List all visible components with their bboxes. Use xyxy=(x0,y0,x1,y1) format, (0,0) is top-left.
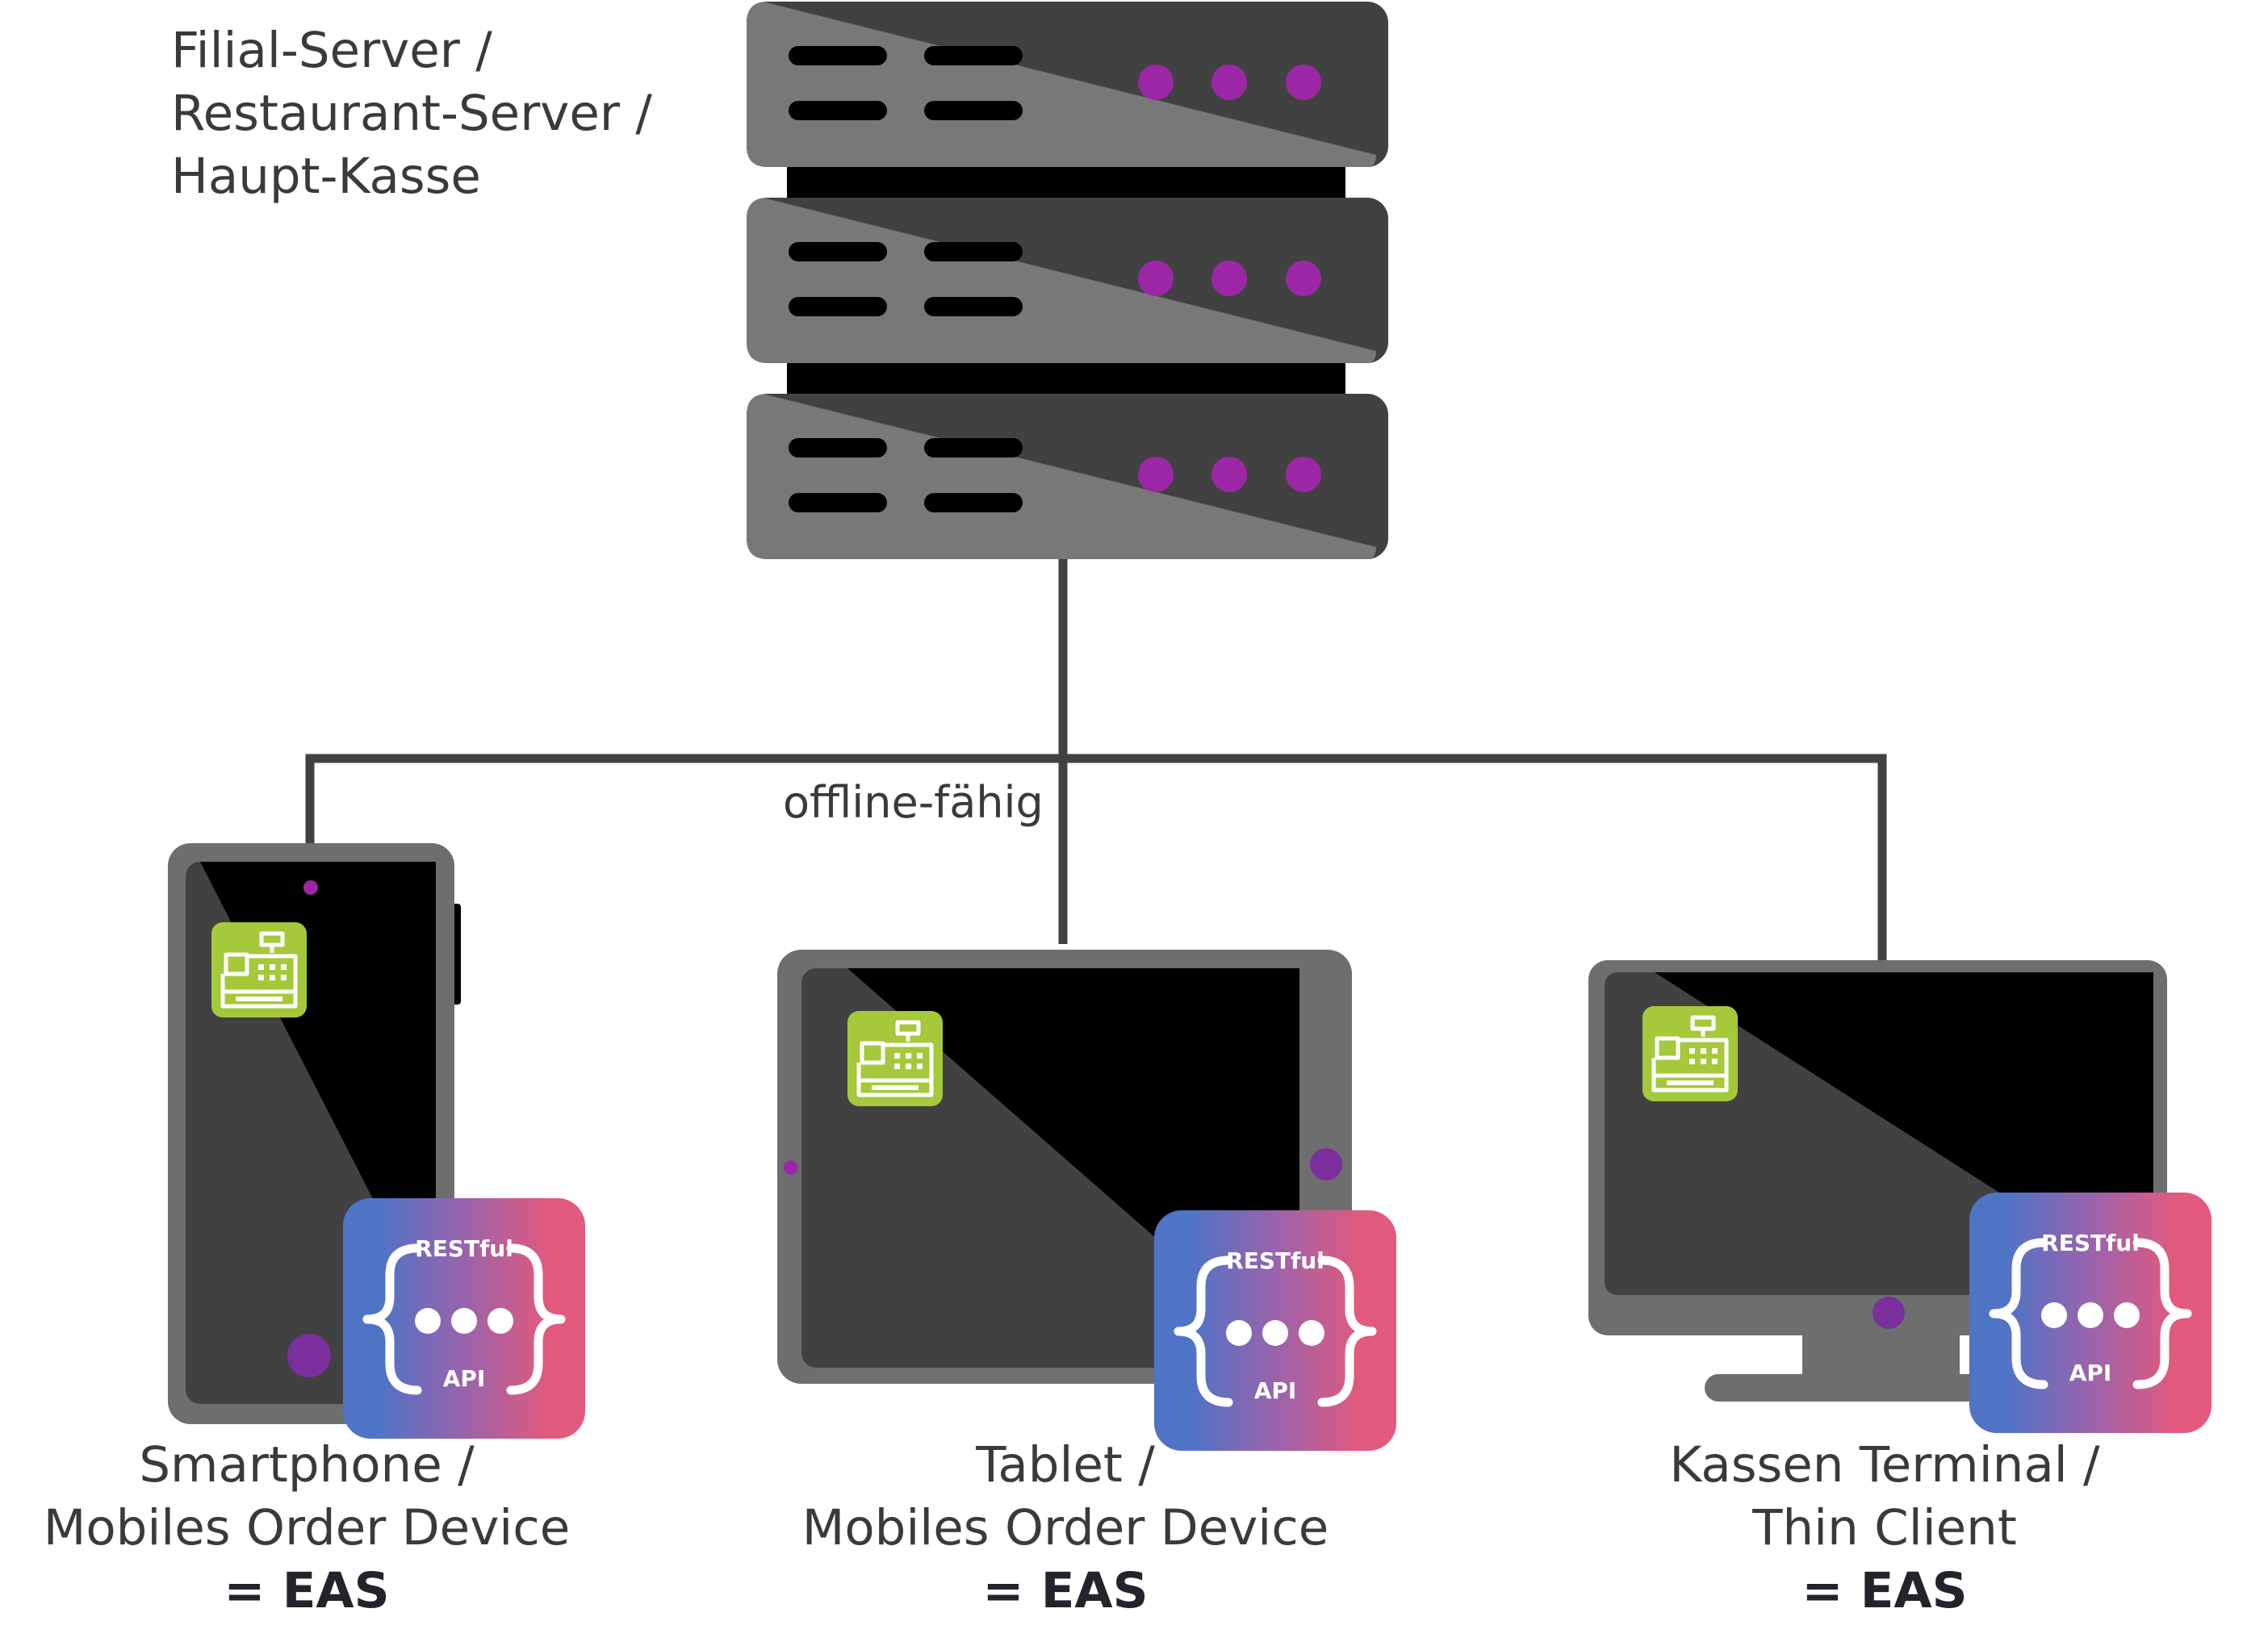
network-connections xyxy=(305,557,1887,968)
terminal-caption-result: = EAS xyxy=(1801,1562,1968,1619)
server-label: Filial-Server / Restaurant-Server / Haup… xyxy=(171,19,652,208)
tablet-caption: Tablet / Mobiles Order Device = EAS xyxy=(775,1434,1356,1623)
cash-register-icon xyxy=(847,1011,943,1106)
svg-text:API: API xyxy=(2069,1360,2112,1386)
server-stack xyxy=(747,2,1388,559)
tablet-caption-line-1: Tablet / xyxy=(976,1436,1155,1494)
server-label-line-1: Filial-Server / xyxy=(171,22,492,79)
svg-text:RESTful: RESTful xyxy=(1226,1247,1324,1274)
offline-label: offline-fähig xyxy=(783,777,1044,828)
server-unit-3 xyxy=(747,394,1388,559)
terminal-caption-line-2: Thin Client xyxy=(1752,1499,2017,1556)
smartphone-caption-line-2: Mobiles Order Device xyxy=(43,1499,571,1556)
cash-register-icon xyxy=(211,922,307,1017)
restful-api-icon: RESTful API xyxy=(1969,1193,2212,1433)
svg-text:RESTful: RESTful xyxy=(415,1235,513,1262)
svg-text:RESTful: RESTful xyxy=(2041,1230,2140,1256)
tablet-device: RESTful API xyxy=(777,950,1396,1451)
tablet-caption-line-2: Mobiles Order Device xyxy=(801,1499,1329,1556)
smartphone-caption-line-1: Smartphone / xyxy=(139,1436,475,1494)
server-label-line-3: Haupt-Kasse xyxy=(171,148,481,205)
restful-api-icon: RESTful API xyxy=(343,1198,585,1439)
server-unit-2 xyxy=(747,198,1388,363)
smartphone-caption-result: = EAS xyxy=(224,1562,390,1619)
server-unit-1 xyxy=(747,2,1388,167)
tablet-caption-result: = EAS xyxy=(982,1562,1149,1619)
smartphone-caption: Smartphone / Mobiles Order Device = EAS xyxy=(16,1434,597,1623)
terminal-caption-line-1: Kassen Terminal / xyxy=(1669,1436,2100,1494)
network-bus-line xyxy=(305,754,1887,968)
terminal-caption: Kassen Terminal / Thin Client = EAS xyxy=(1594,1434,2175,1623)
smartphone-device: RESTful API xyxy=(168,843,585,1439)
server-label-line-2: Restaurant-Server / xyxy=(171,85,652,142)
terminal-device: RESTful API xyxy=(1588,960,2212,1433)
svg-text:API: API xyxy=(1254,1377,1297,1404)
svg-text:API: API xyxy=(443,1365,486,1392)
cash-register-icon xyxy=(1642,1006,1738,1101)
restful-api-icon: RESTful API xyxy=(1154,1210,1396,1451)
